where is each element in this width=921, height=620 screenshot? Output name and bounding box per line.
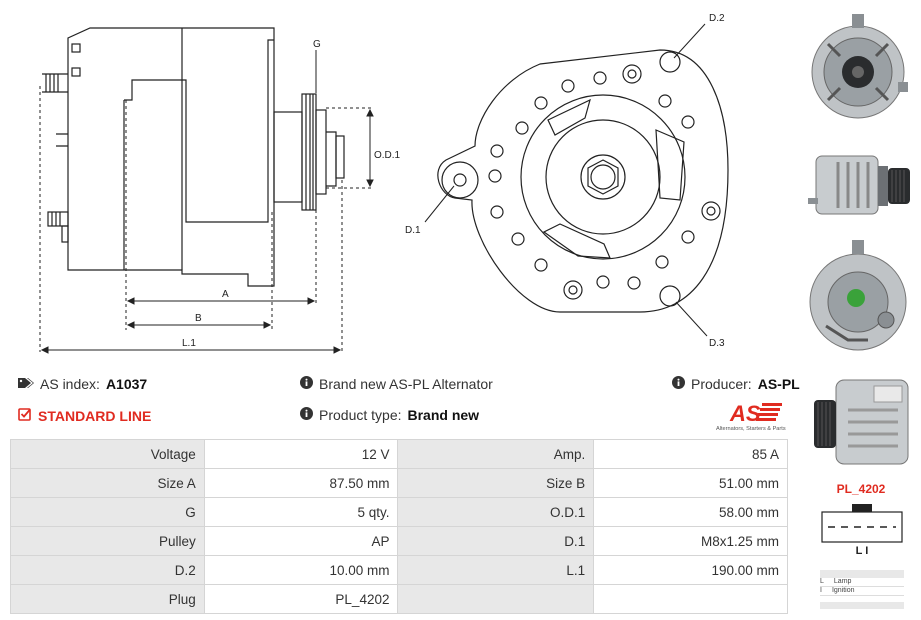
list-item: I Ignition	[820, 587, 904, 596]
plug-pins: L I	[856, 545, 869, 557]
as-pl-logo: AS Alternators, Starters & Parts	[716, 401, 786, 432]
spec-value: PL_4202	[203, 584, 399, 614]
spec-label	[397, 584, 595, 614]
info-icon	[300, 407, 313, 423]
spec-label: L.1	[397, 555, 595, 585]
spec-label: Voltage	[10, 439, 205, 469]
spec-label: D.2	[10, 555, 205, 585]
legend-code: L	[820, 578, 824, 585]
spec-value: AP	[203, 526, 399, 556]
spec-value: 58.00 mm	[593, 497, 788, 527]
spec-value: 5 qty.	[203, 497, 399, 527]
spec-label: Plug	[10, 584, 205, 614]
spec-label: Size B	[397, 468, 595, 498]
spec-value: 87.50 mm	[203, 468, 399, 498]
brand-info: Brand new AS-PL Alternator	[300, 376, 493, 392]
info-icon	[300, 376, 313, 392]
table-row: G 5 qty. O.D.1 58.00 mm	[10, 497, 788, 527]
spec-label: Amp.	[397, 439, 595, 469]
spec-label: O.D.1	[397, 497, 595, 527]
tag-icon	[18, 376, 34, 392]
spec-value: 12 V	[203, 439, 399, 469]
legend-desc: Ignition	[831, 587, 855, 594]
check-square-icon	[18, 407, 32, 424]
spec-value	[593, 584, 788, 614]
spec-label: G	[10, 497, 205, 527]
standard-line-label: STANDARD LINE	[38, 407, 152, 424]
table-row: Plug PL_4202	[10, 584, 788, 614]
label-b: B	[195, 313, 202, 324]
product-type-value: Brand new	[407, 407, 480, 423]
alternator-side-body	[67, 27, 275, 287]
producer-value: AS-PL	[757, 376, 800, 392]
label-d2: D.2	[709, 13, 725, 24]
spec-value: 51.00 mm	[593, 468, 788, 498]
producer: Producer: AS-PL	[672, 376, 800, 392]
alternator-front-view	[437, 49, 729, 313]
table-row: Size A 87.50 mm Size B 51.00 mm	[10, 468, 788, 498]
label-g: G	[313, 39, 321, 50]
product-photo-front[interactable]	[808, 8, 914, 128]
standard-line: STANDARD LINE	[18, 407, 151, 424]
product-photo-side[interactable]	[808, 148, 914, 224]
legend-code: I	[820, 587, 822, 594]
product-type: Product type: Brand new	[300, 407, 479, 423]
table-row: D.2 10.00 mm L.1 190.00 mm	[10, 555, 788, 585]
spec-value: 85 A	[593, 439, 788, 469]
label-od1: O.D.1	[374, 150, 401, 161]
table-row: Voltage 12 V Amp. 85 A	[10, 439, 788, 469]
label-a: A	[222, 289, 229, 300]
plug-legend: L Lamp I Ignition	[820, 568, 904, 609]
spec-label: Size A	[10, 468, 205, 498]
as-index: AS index: A1037	[18, 376, 147, 392]
product-photo-angle[interactable]	[808, 370, 914, 474]
product-photo-rear[interactable]	[808, 236, 914, 362]
technical-drawing: G O.D.1 A B L.1 D.1 D.2 D.3	[39, 13, 729, 354]
label-d3: D.3	[709, 338, 725, 349]
logo-tagline: Alternators, Starters & Parts	[716, 426, 786, 432]
logo-text: AS	[729, 401, 761, 426]
brand-text: Brand new AS-PL Alternator	[319, 376, 493, 392]
list-item: L Lamp	[820, 578, 904, 587]
spec-table: Voltage 12 V Amp. 85 A Size A 87.50 mm S…	[10, 439, 788, 614]
info-icon	[672, 376, 685, 392]
producer-label: Producer:	[691, 376, 752, 392]
spec-value: M8x1.25 mm	[593, 526, 788, 556]
legend-desc: Lamp	[833, 578, 852, 585]
plug-name: PL_4202	[836, 482, 886, 496]
spec-value: 190.00 mm	[593, 555, 788, 585]
spec-label: Pulley	[10, 526, 205, 556]
spec-value: 10.00 mm	[203, 555, 399, 585]
label-l1: L.1	[182, 338, 196, 349]
plug-diagram: L I	[821, 504, 903, 557]
label-d1: D.1	[405, 225, 421, 236]
product-type-label: Product type:	[319, 407, 402, 423]
spec-label: D.1	[397, 526, 595, 556]
as-index-label: AS index:	[40, 376, 100, 392]
table-row: Pulley AP D.1 M8x1.25 mm	[10, 526, 788, 556]
as-index-value: A1037	[105, 376, 148, 392]
